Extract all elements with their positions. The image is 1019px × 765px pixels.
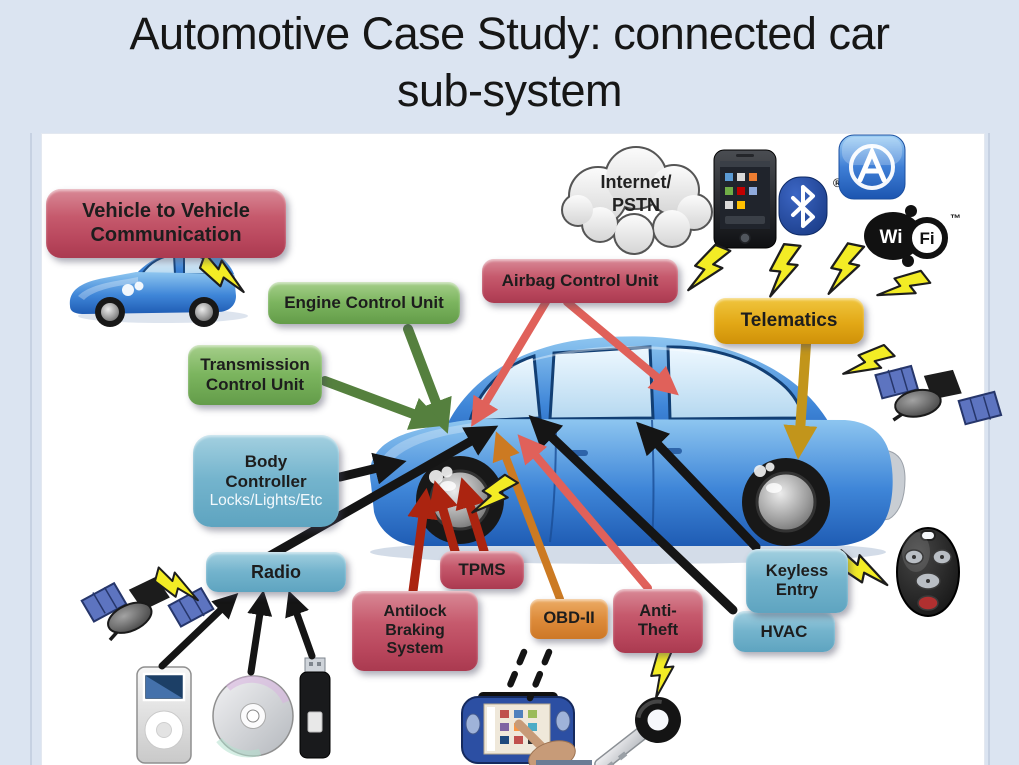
ipod-icon xyxy=(136,666,192,764)
box-body-controller: Body Controller Locks/Lights/Etc xyxy=(193,435,339,527)
box-label-line: HVAC xyxy=(760,621,808,641)
internet-cloud-label: Internet/ PSTN xyxy=(562,171,710,218)
v2v-car xyxy=(69,249,248,327)
arrow-telematics xyxy=(783,339,818,460)
box-label-line: Keyless xyxy=(765,561,829,580)
box-label-line: OBD-II xyxy=(543,609,595,628)
box-engine-control-unit: Engine Control Unit xyxy=(268,282,460,324)
title-line-2: sub-system xyxy=(396,64,623,116)
box-label-line: Telematics xyxy=(740,309,838,331)
box-airbag-control-unit: Airbag Control Unit xyxy=(482,259,678,303)
box-label-line: Vehicle to Vehicle xyxy=(82,200,250,223)
obd-scan-tool-icon xyxy=(461,692,592,765)
box-vehicle-to-vehicle-communication: Vehicle to Vehicle Communication xyxy=(46,189,286,258)
arrow-keyless xyxy=(636,421,761,552)
box-label-line: Controller xyxy=(225,472,307,492)
rear-wheel xyxy=(742,458,830,546)
arrow-cd-radio xyxy=(247,590,273,676)
lightning-bolt-cloud xyxy=(684,239,732,301)
panel-right-border xyxy=(988,133,990,765)
box-radio: Radio xyxy=(206,552,346,592)
connection-arrows xyxy=(158,298,818,702)
bluetooth-registered-mark: ® xyxy=(833,176,842,190)
arrow-airbag-front xyxy=(471,298,550,427)
box-anti-theft: Anti- Theft xyxy=(613,589,703,653)
wifi-fi-text: Fi xyxy=(919,229,934,248)
box-telematics: Telematics xyxy=(714,298,864,344)
box-label-line: Theft xyxy=(637,621,679,639)
box-label-line: System xyxy=(386,640,444,658)
arrow-tpms-2 xyxy=(455,477,489,556)
box-hvac: HVAC xyxy=(733,611,835,652)
box-obd-ii: OBD-II xyxy=(530,599,608,639)
usb-stick-icon xyxy=(299,657,331,759)
wifi-wi-text: Wi xyxy=(879,227,902,248)
arrow-usb-radio xyxy=(285,590,316,660)
title-line-1: Automotive Case Study: connected car xyxy=(129,8,890,59)
box-label-line: Transmission xyxy=(200,355,310,375)
panel-left-border xyxy=(30,133,32,765)
box-keyless-entry: Keyless Entry xyxy=(746,549,848,613)
app-store-icon xyxy=(838,134,906,200)
arrow-body-controller xyxy=(335,452,407,485)
cd-disc-icon xyxy=(212,675,294,758)
wifi-tm-mark: ™ xyxy=(950,213,961,225)
arrow-tpms-1 xyxy=(428,480,460,556)
wifi-logo: Wi Fi ™ xyxy=(864,205,961,267)
internet-cloud xyxy=(561,146,713,255)
lightning-bolt-key xyxy=(647,648,679,700)
hand-icon xyxy=(514,719,592,765)
bluetooth-icon: ® xyxy=(778,176,842,236)
smartphone-icon xyxy=(713,149,777,249)
box-label-line: Antilock xyxy=(383,603,447,621)
car-key-icon xyxy=(594,697,681,765)
arrow-obd xyxy=(492,431,564,603)
dashed-obd-tool-2 xyxy=(526,648,553,702)
box-antilock-braking-system: Antilock Braking System xyxy=(352,591,478,671)
lightning-bolt-phone xyxy=(766,241,802,301)
box-label-line: TPMS xyxy=(458,560,506,580)
cloud-label-line: PSTN xyxy=(611,195,660,216)
box-transmission-control-unit: Transmission Control Unit xyxy=(188,345,322,405)
arrow-airbag-rear xyxy=(563,298,679,396)
arrow-radio xyxy=(247,425,499,571)
cloud-label-line: Internet/ xyxy=(600,172,672,192)
arrow-ipod-radio xyxy=(158,593,239,670)
box-label-line: Communication xyxy=(90,223,242,246)
box-label-subtitle: Locks/Lights/Etc xyxy=(209,491,323,509)
page-title: Automotive Case Study: connected car sub… xyxy=(0,6,1019,119)
arrow-anti-theft xyxy=(517,434,652,592)
box-label-line: Control Unit xyxy=(205,375,305,394)
box-label-line: Anti- xyxy=(639,601,677,620)
satellite-right-icon xyxy=(867,357,1009,437)
box-label-line: Engine Control Unit xyxy=(284,293,444,313)
lightning-bolt-bluetooth xyxy=(824,239,866,301)
box-label-line: Airbag Control Unit xyxy=(501,271,659,291)
key-fob-icon xyxy=(896,527,960,617)
box-label-line: Entry xyxy=(775,581,819,599)
box-label-line: Body xyxy=(244,452,288,472)
dashed-obd-tool-1 xyxy=(502,648,528,699)
arrow-abs xyxy=(407,487,438,596)
arrow-hvac xyxy=(528,415,738,615)
box-label-line: Radio xyxy=(250,561,301,582)
arrow-ecu xyxy=(403,324,452,434)
arrow-tcu xyxy=(320,376,445,430)
box-label-line: Braking xyxy=(385,621,445,639)
lightning-bolt-wifi xyxy=(874,261,932,315)
box-tpms: TPMS xyxy=(440,551,524,589)
